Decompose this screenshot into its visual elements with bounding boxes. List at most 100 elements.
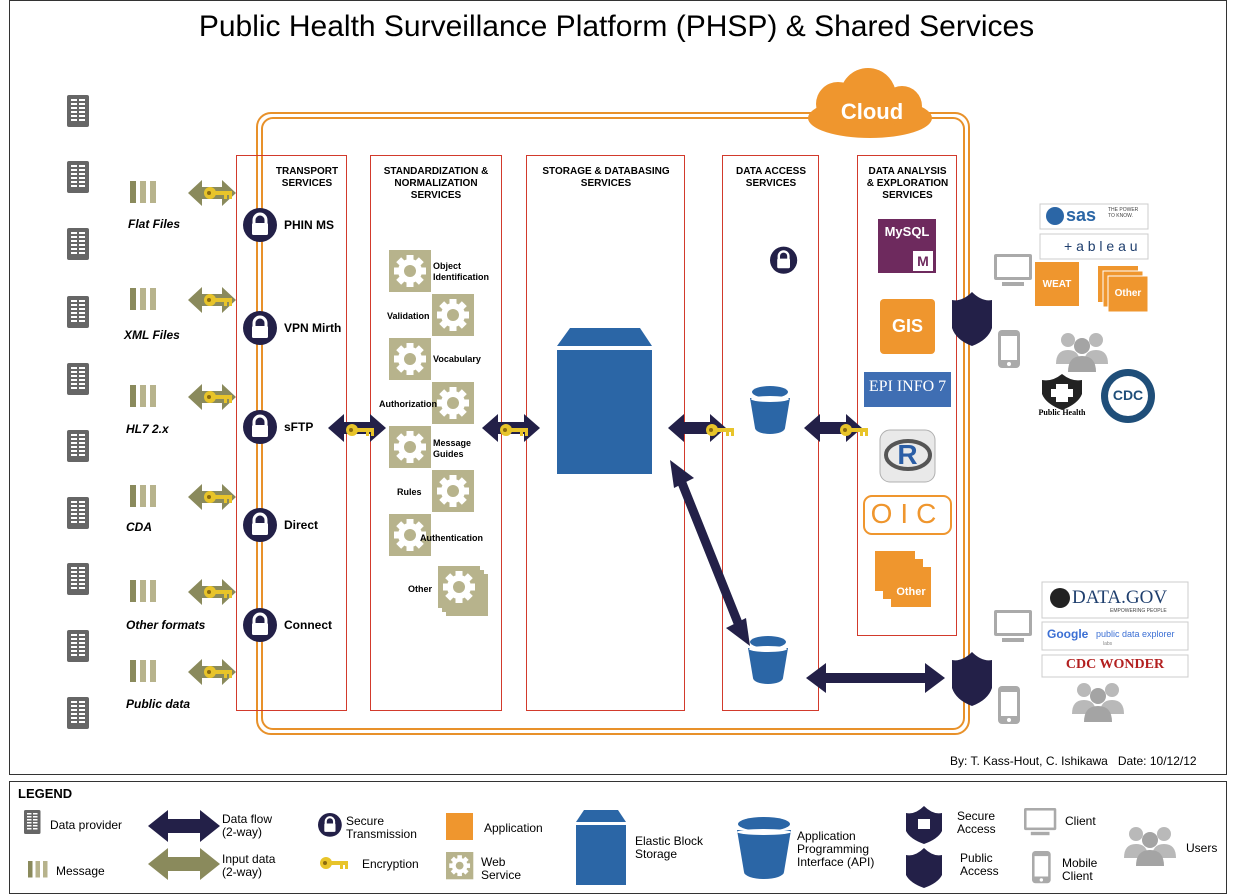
legend-public-access-label: Public Access xyxy=(960,851,999,878)
web-service-label: Validation xyxy=(387,311,430,321)
gis-label: GIS xyxy=(891,316,923,336)
web-service-label: Authentication xyxy=(420,533,483,543)
cloud-label: Cloud xyxy=(840,99,904,124)
gis-app xyxy=(880,299,935,354)
legend-users-label: Users xyxy=(1186,841,1218,855)
diagram-title: Public Health Surveillance Platform (PHS… xyxy=(198,10,1035,43)
google-labs-text: labs xyxy=(1103,641,1113,647)
legend-application-icon xyxy=(446,813,473,840)
legend-data-provider-icon xyxy=(24,810,41,834)
cdc-wonder-logo xyxy=(1041,654,1189,678)
legend-input-data-label: Input data (2-way) xyxy=(222,852,276,879)
legend-message-label: Message xyxy=(56,864,105,878)
legend-data-provider-label: Data provider xyxy=(50,818,123,832)
analysis-heading: DATA ANALYSIS & EXPLORATION SERVICES xyxy=(866,166,949,201)
google-product-text: public data explorer xyxy=(1096,629,1175,639)
legend-secure-access-icon xyxy=(906,806,942,844)
format-label: Other formats xyxy=(126,618,206,632)
legend-input-data-arrow xyxy=(148,848,220,880)
client-icon xyxy=(994,254,1032,642)
byline: By: T. Kass-Hout, C. Ishikawa Date: 10/1… xyxy=(950,754,1197,768)
data-gov-text: DATA.GOV xyxy=(1072,587,1168,608)
mysql-m-label: M xyxy=(917,253,929,269)
legend-title: LEGEND xyxy=(18,786,73,801)
legend-ebs-icon xyxy=(576,810,626,885)
legend-encryption-label: Encryption xyxy=(362,857,419,871)
legend-mobile-client-icon xyxy=(1032,851,1051,884)
r-label: R xyxy=(897,439,918,470)
legend-mobile-client-label: Mobile Client xyxy=(1062,856,1098,883)
legend-frame xyxy=(9,781,1227,894)
elastic-block-storage-icon xyxy=(557,328,652,474)
public-health-text: Public Health xyxy=(1038,408,1086,417)
format-label: HL7 2.x xyxy=(126,422,169,436)
standardization-heading: STANDARDIZATION & NORMALIZATION SERVICES xyxy=(383,166,489,201)
legend-api-icon xyxy=(737,817,791,879)
epi-info-label: EPI INFO 7 xyxy=(868,378,947,395)
diagram-frame xyxy=(9,0,1227,775)
tableau-text: + a b l e a u xyxy=(1064,238,1138,254)
input-data-arrow xyxy=(188,180,236,685)
legend-web-service-icon xyxy=(446,852,474,880)
encryption-key-icon xyxy=(204,187,232,678)
cdc-wonder-text: CDC WONDER xyxy=(1065,657,1165,672)
legend-application-label: Application xyxy=(484,821,543,835)
legend-ebs-label: Elastic Block Storage xyxy=(635,834,704,861)
public-health-logo xyxy=(1042,374,1082,410)
epi-info-app xyxy=(864,372,951,407)
legend-client-icon xyxy=(1024,808,1057,836)
google-public-data-logo xyxy=(1041,621,1189,651)
mobile-client-icon xyxy=(998,330,1020,724)
other-client-app-stack xyxy=(1098,266,1149,313)
sas-text: sas xyxy=(1066,205,1097,225)
transport-item: Direct xyxy=(284,518,319,532)
web-service-label: Authorization xyxy=(379,399,437,409)
data-gov-subtitle: EMPOWERING PEOPLE xyxy=(1110,608,1167,614)
sas-tagline: THE POWER TO KNOW. xyxy=(1108,207,1139,219)
transport-item: sFTP xyxy=(284,420,314,434)
data-flow-arrow xyxy=(806,663,945,693)
oic-app xyxy=(863,495,952,535)
legend-users-icon xyxy=(1124,827,1176,866)
legend-encryption-icon xyxy=(320,857,348,869)
legend-client-label: Client xyxy=(1065,814,1096,828)
storage-heading: STORAGE & DATABASING SERVICES xyxy=(542,166,670,189)
legend-secure-transmission-label: Secure Transmission xyxy=(346,814,417,841)
other-app-stack xyxy=(875,551,931,607)
legend-secure-access-label: Secure Access xyxy=(957,809,996,836)
api-icon xyxy=(748,386,790,684)
web-service-label: Vocabulary xyxy=(433,354,481,364)
transport-item: Connect xyxy=(284,618,332,632)
weat-label: WEAT xyxy=(1042,279,1072,290)
web-service-label: Object Identification xyxy=(433,261,489,282)
format-label: CDA xyxy=(126,520,152,534)
tableau-logo xyxy=(1039,233,1149,260)
cdc-text: CDC xyxy=(1112,387,1144,403)
public-access-shield xyxy=(952,652,992,706)
analysis-panel xyxy=(857,155,957,636)
web-service-label: Rules xyxy=(397,487,422,497)
legend-web-service-label: Web Service xyxy=(481,855,522,882)
legend-api-label: Application Programming Interface (API) xyxy=(797,829,875,869)
legend-message-icon xyxy=(28,861,48,878)
transport-item: PHIN MS xyxy=(284,218,335,232)
data-access-heading: DATA ACCESS SERVICES xyxy=(736,166,806,189)
transport-item: VPN Mirth xyxy=(284,321,342,335)
legend-data-flow-arrow xyxy=(148,810,220,842)
cdc-logo xyxy=(1101,369,1155,423)
weat-app xyxy=(1035,262,1079,306)
data-flow-arrow xyxy=(670,460,750,646)
secure-transmission-icon xyxy=(241,206,279,644)
legend-data-flow-label: Data flow (2-way) xyxy=(222,812,273,839)
data-provider-icon xyxy=(67,95,89,729)
format-label: XML Files xyxy=(124,328,180,342)
transport-heading: TRANSPORT SERVICES xyxy=(275,166,339,189)
legend-secure-transmission-icon xyxy=(316,811,343,838)
web-service-label: Message Guides xyxy=(433,438,472,459)
format-label: Public data xyxy=(126,697,191,711)
format-label: Flat Files xyxy=(128,217,181,231)
other-client-label: Other xyxy=(1114,288,1142,299)
legend-public-access-icon xyxy=(906,848,942,888)
web-service-icon xyxy=(389,250,488,616)
